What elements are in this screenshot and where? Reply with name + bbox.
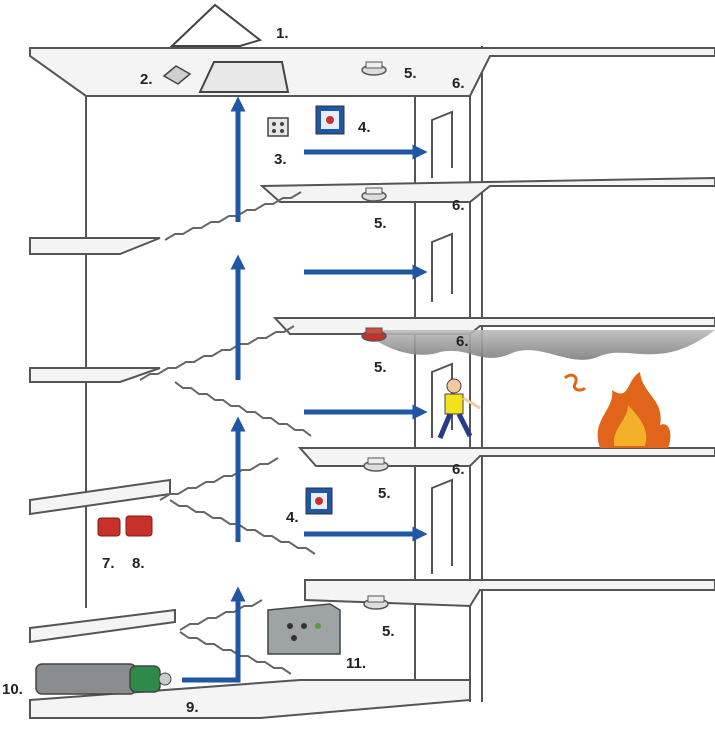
stair-flight-3 xyxy=(174,381,312,437)
label-door: 6. xyxy=(456,333,469,350)
roof-hatch-icon xyxy=(169,3,290,93)
stair-flight-1 xyxy=(169,499,316,555)
landing-level-3 xyxy=(29,367,161,383)
smoke-detector-icon xyxy=(363,595,389,610)
landing-level-2 xyxy=(29,478,171,516)
number-labels: 1. 2. 3. 4. 4. 5. 5. 5. 5. 5. 6. 6. 6. 6… xyxy=(2,25,469,716)
stair-flights xyxy=(139,191,316,675)
control-cabinet-icon xyxy=(267,603,341,655)
landing-level-1 xyxy=(29,608,176,644)
door-icon xyxy=(431,232,453,302)
label-smoke-detector: 5. xyxy=(404,65,417,82)
evacuation-arrows xyxy=(182,96,428,683)
vent-switch-icon xyxy=(267,117,289,137)
evacuation-arrow-icon xyxy=(182,586,246,683)
label-control-unit-b: 8. xyxy=(132,555,145,572)
fire-icon xyxy=(563,372,671,448)
manual-call-point-icon xyxy=(315,105,345,135)
ground-slab xyxy=(29,679,471,719)
smoke-cloud xyxy=(365,330,715,360)
stair-flight-4 xyxy=(139,325,295,381)
smoke-detector-icon xyxy=(361,327,387,342)
label-pipe: 9. xyxy=(186,699,199,716)
manual-call-point-icon xyxy=(305,487,333,515)
label-call-point: 4. xyxy=(286,509,299,526)
slab-level-4 xyxy=(259,176,715,203)
label-control-unit-a: 7. xyxy=(102,555,115,572)
smoke-detector-icon xyxy=(363,457,389,472)
stair-flight-5 xyxy=(164,191,302,241)
label-hatch: 1. xyxy=(276,25,289,42)
floor-slabs xyxy=(29,47,715,719)
door-icon xyxy=(431,478,453,574)
hatch-control-icon xyxy=(162,65,192,85)
label-smoke-detector: 5. xyxy=(378,485,391,502)
label-hatch-control: 2. xyxy=(140,71,153,88)
landing-level-4 xyxy=(29,237,161,255)
control-units xyxy=(97,515,153,537)
gas-cylinder-icon xyxy=(35,663,172,695)
smoke-detector-icon xyxy=(361,187,387,202)
smoke-detector-icon xyxy=(361,61,387,76)
label-vent-control: 3. xyxy=(274,151,287,168)
doors xyxy=(431,110,453,574)
slab-level-2 xyxy=(297,447,715,467)
door-icon xyxy=(431,110,453,178)
label-door: 6. xyxy=(452,461,465,478)
label-smoke-detector: 5. xyxy=(374,359,387,376)
label-smoke-detector: 5. xyxy=(382,623,395,640)
label-call-point: 4. xyxy=(358,119,371,136)
label-control-cabinet: 11. xyxy=(346,655,366,672)
stair-flight-0a xyxy=(179,599,263,631)
label-gas-cylinder: 10. xyxy=(2,681,23,698)
label-smoke-detector: 5. xyxy=(374,215,387,232)
label-door: 6. xyxy=(452,197,465,214)
slab-level-1 xyxy=(304,579,715,608)
stair-flight-2 xyxy=(159,457,279,501)
label-door: 6. xyxy=(452,75,465,92)
smoke-detectors xyxy=(361,61,389,610)
person-running-icon xyxy=(437,378,481,439)
